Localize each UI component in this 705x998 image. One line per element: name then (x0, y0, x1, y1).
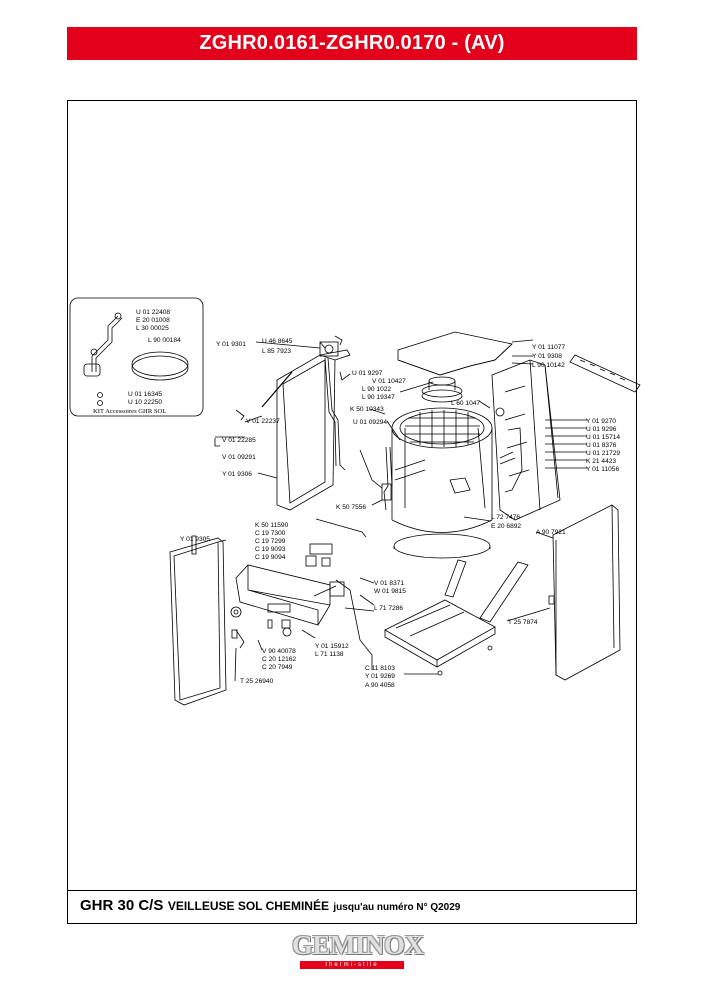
serial-range: jusqu'au numéro N° Q2029 (333, 902, 461, 913)
kit-pump (83, 363, 101, 377)
part-label: Y 01 11056 (586, 466, 619, 473)
part-label: V 90 40078 (262, 648, 296, 655)
logo-tagline: thermi-stile (325, 962, 379, 968)
logo-red-bar (300, 961, 404, 969)
part-label: A 90 4058 (365, 682, 395, 689)
part-label: C 19 7300 (255, 530, 286, 537)
top-rail (569, 354, 641, 393)
part-label: K 50 10343 (350, 406, 384, 413)
part-label: C 19 9093 (255, 546, 286, 553)
part-label: W 01 9815 (374, 588, 406, 595)
part-label: K 50 11590 (255, 522, 289, 529)
kit-pipe (91, 315, 119, 372)
part-label: Y 01 9308 (532, 353, 562, 360)
part-label: Y 01 9301 (216, 341, 246, 348)
part-label: L 71 1138 (315, 651, 344, 658)
kit-part-label: E 20 01008 (136, 317, 170, 324)
footer-title: GHR 30 C/S VEILLEUSE SOL CHEMINÉE jusqu'… (80, 897, 460, 915)
geminox-logo: GEMINOX thermi-stile (292, 928, 424, 970)
part-label: V 01 22285 (222, 437, 256, 444)
part-label: U 46 8645 (262, 338, 293, 345)
part-label: E 20 6892 (491, 523, 521, 530)
diagram-frame (67, 100, 637, 924)
baffle-right (479, 561, 529, 623)
part-label: K 21 4423 (586, 458, 616, 465)
part-label: C 19 9094 (255, 554, 286, 561)
part-label: L 71 7286 (374, 605, 403, 612)
part-label: U 01 9297 (352, 370, 383, 377)
part-label: C 19 7299 (255, 538, 286, 545)
part-label: L 90 1022 (362, 386, 391, 393)
model-name: GHR 30 C/S (80, 897, 164, 914)
part-label: L 90 10142 (532, 362, 565, 369)
kit-part-label: U 01 16345 (128, 391, 162, 398)
page-title-banner: ZGHR0.0161-ZGHR0.0170 - (AV) (67, 27, 637, 60)
top-cover (397, 331, 513, 376)
part-label: V 01 10427 (372, 378, 406, 385)
flue-collar (428, 376, 456, 386)
logo-wordmark: GEMINOX (292, 930, 424, 960)
part-label: U 01 15714 (586, 434, 620, 441)
part-label: L 85 7923 (262, 348, 291, 355)
part-label: Y 01 11077 (532, 344, 565, 351)
control-knob (230, 606, 242, 618)
part-label: L 60 1047 (451, 400, 480, 407)
part-label: L 72 7476 (491, 514, 520, 521)
kit-part-label: L 90 00184 (148, 337, 181, 344)
part-label: Y 01 9270 (586, 418, 616, 425)
part-label: C 11 8103 (365, 665, 395, 672)
kit-part-label: U 01 22408 (136, 309, 170, 316)
boiler-body (404, 427, 486, 509)
kit-part-label: U 10 22250 (128, 399, 162, 406)
gas-valve (319, 341, 339, 357)
part-label: K 50 7556 (336, 504, 366, 511)
kit-title: KIT Accessoires GHR SOL (93, 408, 166, 415)
part-label: Y 01 15912 (315, 643, 349, 650)
front-left-panel (169, 537, 227, 706)
part-label: U 01 09294 (353, 419, 387, 426)
part-label: V 01 22237 (246, 418, 280, 425)
part-label: L 90 19347 (362, 394, 395, 401)
part-label: Y 01 9306 (222, 471, 252, 478)
kit-expansion-vessel (131, 355, 189, 381)
kit-inset-box (69, 297, 204, 417)
part-label: V 01 8371 (374, 580, 404, 587)
footer-divider (67, 890, 637, 891)
part-label: Y 01 9269 (365, 673, 395, 680)
part-label: C 20 7949 (262, 664, 293, 671)
model-description: VEILLEUSE SOL CHEMINÉE (167, 899, 329, 913)
part-label: A 90 7921 (536, 529, 566, 536)
part-label: T 25 26940 (240, 678, 274, 685)
baffle-left (444, 559, 467, 598)
kit-part-label: L 30 00025 (136, 325, 169, 332)
part-label: U 01 8376 (586, 442, 617, 449)
part-label: U 01 9296 (586, 426, 617, 433)
part-label: T 25 7874 (508, 619, 538, 626)
part-label: V 01 09291 (222, 454, 256, 461)
wire-harness (335, 579, 373, 670)
burner-plate (393, 533, 491, 559)
part-label: Y 01 9305 (180, 536, 210, 543)
part-label: U 01 21729 (586, 450, 620, 457)
right-rear-panel (491, 359, 561, 521)
part-label: C 20 12162 (262, 656, 296, 663)
